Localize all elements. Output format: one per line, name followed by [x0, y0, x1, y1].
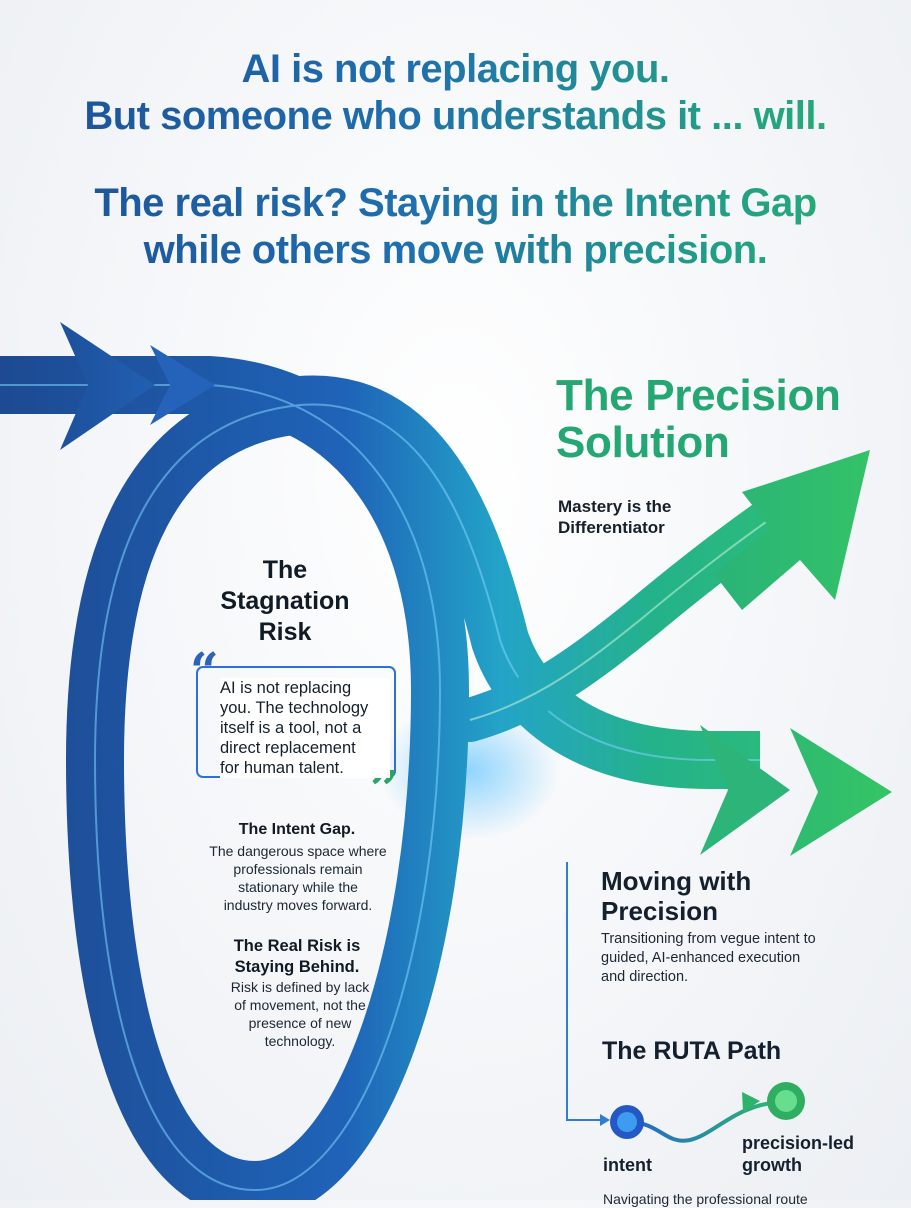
precision-sub-line-1: Mastery is the	[558, 497, 672, 516]
stagnation-title-line-2: Stagnation	[220, 587, 350, 615]
precision-title-line-1: The Precision	[556, 371, 841, 420]
arrow-icon	[150, 345, 215, 425]
intent-node-core	[617, 1112, 637, 1132]
guide-arrow-icon	[600, 1114, 610, 1126]
intent-label: intent	[603, 1155, 652, 1175]
precision-title-line-2: Solution	[556, 418, 730, 467]
arrow-icon	[790, 728, 892, 856]
real-risk-line-2: of movement, not the	[234, 997, 366, 1013]
ruta-route	[627, 1100, 781, 1143]
intent-gap-line-3: stationary while the	[238, 879, 358, 895]
quote-line-1: AI is not replacing	[220, 679, 352, 697]
precision-sub-line-2: Differentiator	[558, 518, 665, 537]
stagnation-risk-title: The Stagnation Risk	[195, 555, 375, 648]
precision-subtitle: Mastery is the Differentiator	[558, 496, 758, 538]
quote-open-icon: “	[190, 641, 219, 700]
moving-title-line-1: Moving with	[601, 866, 752, 896]
real-risk-line-1: Risk is defined by lack	[230, 979, 370, 995]
quote-line-4: direct replacement	[220, 739, 356, 757]
intent-gap-line-1: The dangerous space where	[209, 843, 387, 859]
real-risk-title-line-1: The Real Risk is	[233, 937, 361, 955]
moving-line-1: Transitioning from vegue intent to	[601, 931, 816, 947]
intent-gap-title: The Intent Gap.	[238, 821, 356, 838]
growth-label-line-1: precision-led	[742, 1133, 855, 1153]
stagnation-title-line-1: The	[262, 556, 308, 584]
quote-text: AI is not replacing you. The technology …	[220, 678, 390, 778]
real-risk-line-3: presence of new	[248, 1015, 352, 1031]
arrow-icon	[714, 450, 870, 610]
moving-line-3: and direction.	[601, 969, 689, 985]
quote-line-2: you. The technology	[220, 699, 369, 717]
real-risk-title-line-2: Staying Behind.	[234, 958, 360, 976]
upward-branch-highlight	[469, 504, 791, 721]
growth-label: precision-led growth	[742, 1132, 854, 1176]
growth-node-core	[775, 1090, 797, 1112]
quote-line-3: itself is a tool, not a	[220, 719, 362, 737]
real-risk-title: The Real Risk is Staying Behind.	[197, 936, 397, 978]
quote-line-5: for human talent.	[220, 759, 344, 777]
moving-line-2: guided, AI-enhanced execution	[601, 950, 801, 966]
intent-gap-line-2: professionals remain	[233, 861, 363, 877]
moving-description: Transitioning from vegue intent to guide…	[601, 930, 861, 987]
stagnation-title-line-3: Risk	[258, 618, 312, 646]
real-risk-description: Risk is defined by lack of movement, not…	[200, 978, 400, 1050]
real-risk-line-4: technology.	[264, 1033, 336, 1049]
route-arrow-icon	[742, 1092, 760, 1112]
moving-with-precision-title: Moving with Precision	[601, 866, 751, 926]
arrow-icon	[60, 322, 155, 450]
arrow-icon	[700, 725, 790, 855]
moving-title-line-2: Precision	[601, 896, 719, 926]
guide-line	[566, 862, 600, 1121]
navigation-text: Navigating the professional route	[603, 1191, 808, 1207]
intent-gap-description: The dangerous space where professionals …	[187, 842, 409, 914]
precision-solution-title: The Precision Solution	[556, 372, 841, 466]
intent-gap-line-4: industry moves forward.	[223, 897, 373, 913]
growth-label-line-2: growth	[742, 1155, 802, 1175]
ruta-path-title: The RUTA Path	[602, 1037, 782, 1065]
loop-highlight	[0, 384, 760, 1192]
